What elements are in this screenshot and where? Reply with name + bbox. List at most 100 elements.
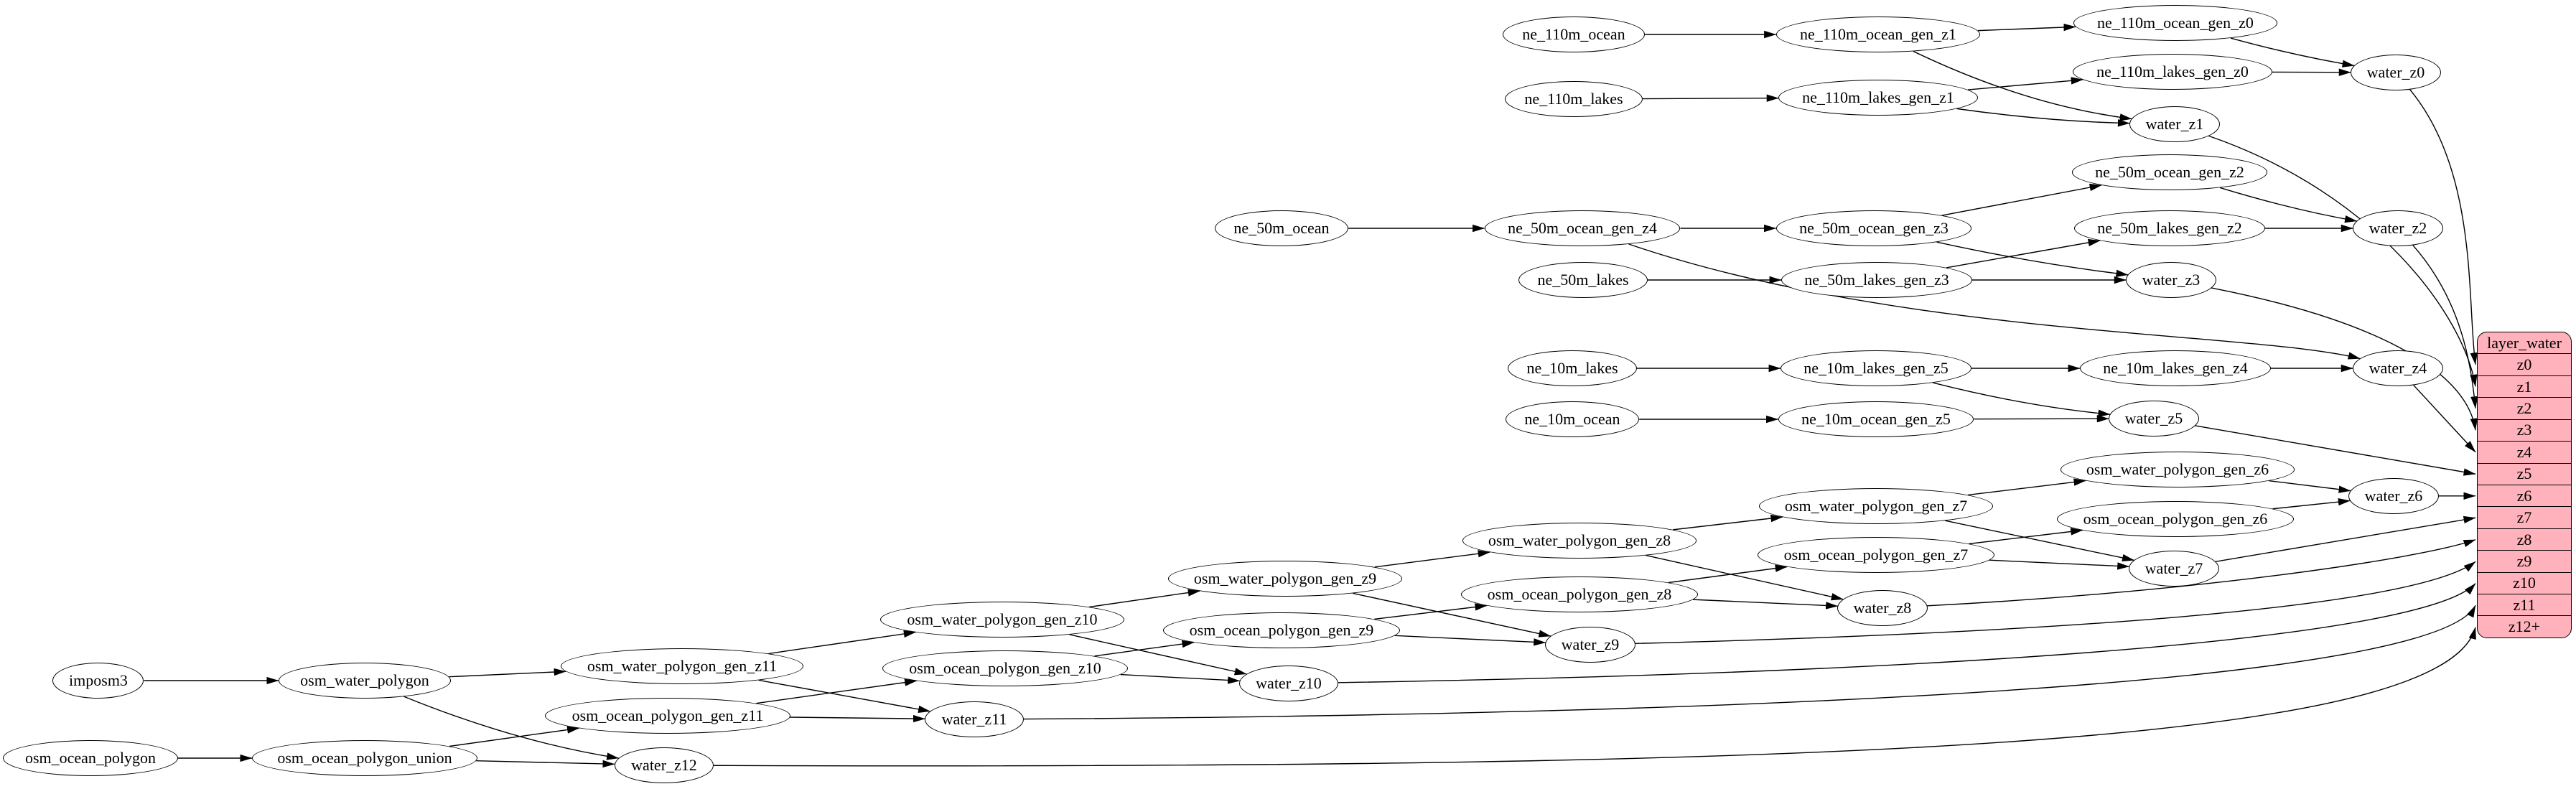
node-ne_110m_lakes: ne_110m_lakes [1505,81,1643,117]
node-osm_ocean_polygon_gen_z10: osm_ocean_polygon_gen_z10 [882,650,1129,686]
edge-osm_water_polygon_gen_z11-to-water_z11 [758,679,931,713]
layer-water-row-z9: z9 [2478,550,2571,571]
edge-ne_110m_ocean_gen_z1-to-ne_110m_ocean_gen_z0 [1978,23,2076,32]
edge-osm_ocean_polygon_gen_z6-to-water_z6 [2272,498,2351,510]
layer-water-row-z6: z6 [2478,484,2571,506]
layer-water-row-z10: z10 [2478,571,2571,594]
node-water_z3: water_z3 [2126,262,2216,298]
edge-osm_ocean_polygon_union-to-water_z12 [476,760,615,768]
edge-osm_ocean_polygon_gen_z11-to-osm_ocean_polygon_gen_z10 [756,678,918,704]
node-imposm3: imposm3 [52,663,144,699]
layer-water-row-z0: z0 [2478,353,2571,375]
node-ne_50m_ocean_gen_z3: ne_50m_ocean_gen_z3 [1775,210,1972,246]
edge-water_z11-to-layer_water-z11 [1023,604,2476,720]
edge-water_z8-to-layer_water-z8 [1927,539,2476,607]
node-ne_110m_ocean_gen_z0: ne_110m_ocean_gen_z0 [2073,5,2278,41]
layer-water-row-z5: z5 [2478,462,2571,485]
layer-water-row-z3: z3 [2478,419,2571,441]
edge-osm_water_polygon_gen_z10-to-water_z10 [1069,634,1247,676]
layer-water-row-z11: z11 [2478,594,2571,615]
edge-water_z10-to-layer_water-z10 [1338,583,2476,683]
edge-ne_110m_lakes-to-ne_110m_lakes_gen_z1 [1642,94,1779,102]
edge-osm_ocean_polygon_gen_z8-to-water_z8 [1692,599,1839,610]
layer-water-table-header: layer_water [2487,333,2562,352]
edge-water_z2-to-layer_water-z2 [2412,245,2478,409]
edge-osm_ocean_polygon_union-to-osm_ocean_polygon_gen_z11 [449,726,580,747]
node-water_z8: water_z8 [1837,590,1928,626]
node-osm_ocean_polygon_gen_z11: osm_ocean_polygon_gen_z11 [545,698,790,734]
edge-osm_ocean_polygon_gen_z7-to-osm_ocean_polygon_gen_z6 [1969,528,2083,545]
node-osm_water_polygon_gen_z7: osm_water_polygon_gen_z7 [1758,488,1994,524]
edge-osm_ocean_polygon_gen_z10-to-water_z10 [1120,673,1241,684]
edge-water_z9-to-layer_water-z9 [1635,561,2476,645]
edge-ne_110m_ocean_gen_z0-to-water_z0 [2230,37,2355,67]
node-water_z11: water_z11 [925,701,1024,737]
node-ne_50m_lakes_gen_z2: ne_50m_lakes_gen_z2 [2074,210,2265,246]
edge-ne_50m_ocean_gen_z2-to-water_z2 [2219,187,2358,223]
node-water_z2: water_z2 [2353,210,2443,246]
edge-osm_ocean_polygon_gen_z7-to-water_z7 [1989,559,2130,570]
node-osm_ocean_polygon_gen_z6: osm_ocean_polygon_gen_z6 [2057,501,2294,537]
node-water_z10: water_z10 [1238,666,1339,701]
node-ne_10m_lakes_gen_z5: ne_10m_lakes_gen_z5 [1781,350,1971,386]
edge-ne_110m_lakes_gen_z1-to-water_z1 [1956,108,2130,127]
node-water_z7: water_z7 [2129,551,2219,587]
edge-osm_ocean_polygon_gen_z9-to-water_z9 [1394,635,1546,646]
node-ne_10m_ocean_gen_z5: ne_10m_ocean_gen_z5 [1778,401,1974,437]
edge-osm_water_polygon-to-water_z12 [403,696,620,760]
node-osm_water_polygon_gen_z10: osm_water_polygon_gen_z10 [880,602,1124,638]
edge-ne_10m_lakes_gen_z5-to-water_z5 [1933,382,2111,417]
node-osm_water_polygon_gen_z8: osm_water_polygon_gen_z8 [1462,523,1697,559]
node-osm_ocean_polygon_gen_z8: osm_ocean_polygon_gen_z8 [1461,576,1698,612]
node-ne_10m_lakes_gen_z4: ne_10m_lakes_gen_z4 [2080,350,2271,386]
edge-osm_water_polygon-to-osm_water_polygon_gen_z11 [449,668,566,678]
edge-ne_50m_ocean_gen_z3-to-water_z3 [1936,241,2129,277]
edge-water_z1-to-layer_water-z1 [2208,135,2478,387]
layer-water-row-z4: z4 [2478,441,2571,462]
node-ne_110m_lakes_gen_z1: ne_110m_lakes_gen_z1 [1778,80,1978,116]
edge-osm_water_polygon_gen_z7-to-osm_water_polygon_gen_z6 [1967,478,2086,496]
node-water_z12: water_z12 [614,747,714,783]
edge-water_z7-to-layer_water-z7 [2215,515,2476,562]
node-ne_10m_ocean: ne_10m_ocean [1505,401,1640,437]
node-ne_110m_ocean_gen_z1: ne_110m_ocean_gen_z1 [1775,17,1981,52]
edge-water_z12-to-layer_water-z12+ [714,627,2476,767]
edge-ne_50m_ocean_gen_z3-to-ne_50m_ocean_gen_z2 [1941,183,2102,216]
node-osm_ocean_polygon_gen_z9: osm_ocean_polygon_gen_z9 [1163,612,1400,648]
node-osm_water_polygon_gen_z9: osm_water_polygon_gen_z9 [1167,561,1403,597]
layer-water-row-z1: z1 [2478,375,2571,397]
edge-ne_50m_lakes_gen_z3-to-ne_50m_lakes_gen_z2 [1946,238,2101,269]
node-osm_ocean_polygon: osm_ocean_polygon [3,740,178,776]
layer-water-row-z2: z2 [2478,397,2571,419]
edge-ne_50m_ocean_gen_z4-to-water_z4 [1628,243,2361,360]
edge-osm_water_polygon_gen_z8-to-osm_water_polygon_gen_z7 [1673,514,1783,531]
node-water_z5: water_z5 [2109,401,2199,436]
node-ne_50m_lakes: ne_50m_lakes [1518,262,1648,298]
edge-osm_ocean_polygon_gen_z8-to-osm_ocean_polygon_gen_z7 [1668,564,1788,584]
node-ne_110m_lakes_gen_z0: ne_110m_lakes_gen_z0 [2073,54,2272,90]
edge-osm_water_polygon_gen_z7-to-water_z7 [1945,520,2134,562]
edge-osm_ocean_polygon_gen_z11-to-water_z11 [790,714,925,723]
layer-water-row-z7: z7 [2478,506,2571,528]
node-ne_50m_lakes_gen_z3: ne_50m_lakes_gen_z3 [1781,262,1972,298]
node-osm_ocean_polygon_union: osm_ocean_polygon_union [251,740,478,776]
node-osm_water_polygon: osm_water_polygon [278,663,452,699]
edge-osm_water_polygon_gen_z11-to-osm_water_polygon_gen_z10 [768,630,916,655]
layer-water-row-z12+: z12+ [2478,615,2571,637]
node-ne_50m_ocean_gen_z2: ne_50m_ocean_gen_z2 [2071,154,2268,190]
edge-osm_water_polygon_gen_z9-to-water_z9 [1353,592,1551,638]
edge-water_z4-to-layer_water-z4 [2413,384,2476,453]
edge-osm_water_polygon_gen_z8-to-water_z8 [1646,554,1844,601]
node-water_z0: water_z0 [2351,55,2441,90]
edge-ne_110m_lakes_gen_z1-to-ne_110m_lakes_gen_z0 [1967,77,2083,90]
edge-osm_ocean_polygon_gen_z10-to-osm_ocean_polygon_gen_z9 [1094,640,1195,657]
node-ne_50m_ocean_gen_z4: ne_50m_ocean_gen_z4 [1484,210,1681,246]
edge-osm_water_polygon_gen_z9-to-osm_water_polygon_gen_z8 [1374,550,1490,568]
node-ne_50m_ocean: ne_50m_ocean [1214,210,1349,246]
edge-water_z0-to-layer_water-z0 [2409,89,2478,365]
node-osm_water_polygon_gen_z11: osm_water_polygon_gen_z11 [560,648,804,684]
edge-osm_ocean_polygon_gen_z9-to-osm_ocean_polygon_gen_z8 [1373,603,1488,620]
